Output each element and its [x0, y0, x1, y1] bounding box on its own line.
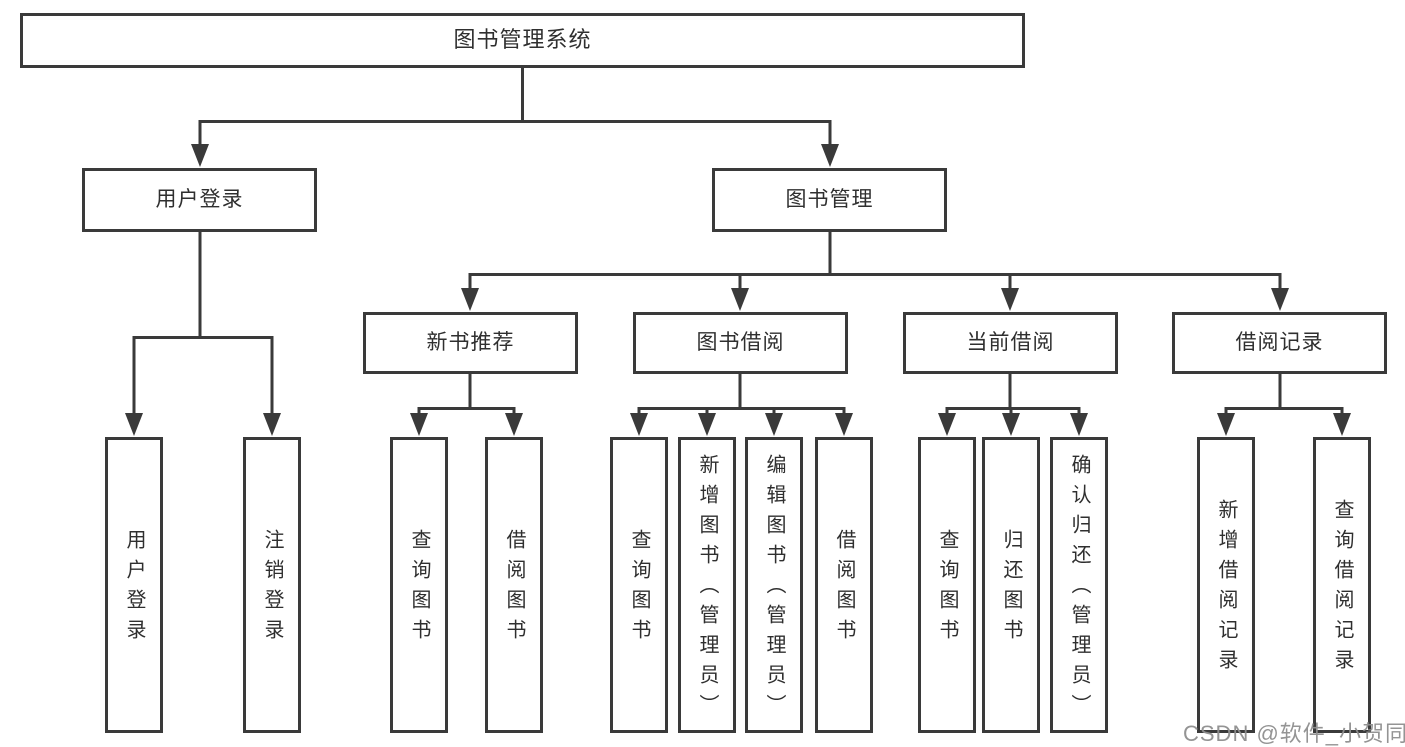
node-borrow-records: 借阅记录	[1172, 312, 1387, 374]
leaf-query-borrow-record: 查询借阅记录	[1313, 437, 1371, 733]
watermark: CSDN @软件_小贺同学	[1183, 721, 1405, 746]
leaf-add-books-admin: 新增图书（管理员）	[678, 437, 736, 733]
leaf-recommend-borrow-books: 借阅图书	[485, 437, 543, 733]
node-root-label: 图书管理系统	[453, 27, 592, 53]
node-user-login-branch-label: 用户登录	[155, 188, 244, 212]
leaf-add-borrow-record: 新增借阅记录	[1197, 437, 1255, 733]
node-new-book-recommend: 新书推荐	[363, 312, 578, 374]
node-user-login-branch: 用户登录	[82, 168, 317, 232]
leaf-current-query-books: 查询图书	[918, 437, 976, 733]
node-borrow-records-label: 借阅记录	[1235, 331, 1324, 355]
leaf-logout: 注销登录	[243, 437, 301, 733]
node-book-borrow-label: 图书借阅	[696, 331, 785, 355]
leaf-borrow-books: 借阅图书	[815, 437, 873, 733]
leaf-confirm-return-admin: 确认归还（管理员）	[1050, 437, 1108, 733]
node-current-borrow: 当前借阅	[903, 312, 1118, 374]
node-book-management-branch: 图书管理	[712, 168, 947, 232]
leaf-recommend-query-books: 查询图书	[390, 437, 448, 733]
node-current-borrow-label: 当前借阅	[966, 331, 1055, 355]
node-book-borrow: 图书借阅	[633, 312, 848, 374]
leaf-return-books: 归还图书	[982, 437, 1040, 733]
node-book-management-branch-label: 图书管理	[785, 188, 874, 212]
arrowhead-icons	[125, 144, 1351, 436]
node-new-book-recommend-label: 新书推荐	[426, 331, 515, 355]
leaf-edit-books-admin: 编辑图书（管理员）	[745, 437, 803, 733]
node-root: 图书管理系统	[20, 13, 1025, 68]
leaf-borrow-query-books: 查询图书	[610, 437, 668, 733]
leaf-user-login: 用户登录	[105, 437, 163, 733]
